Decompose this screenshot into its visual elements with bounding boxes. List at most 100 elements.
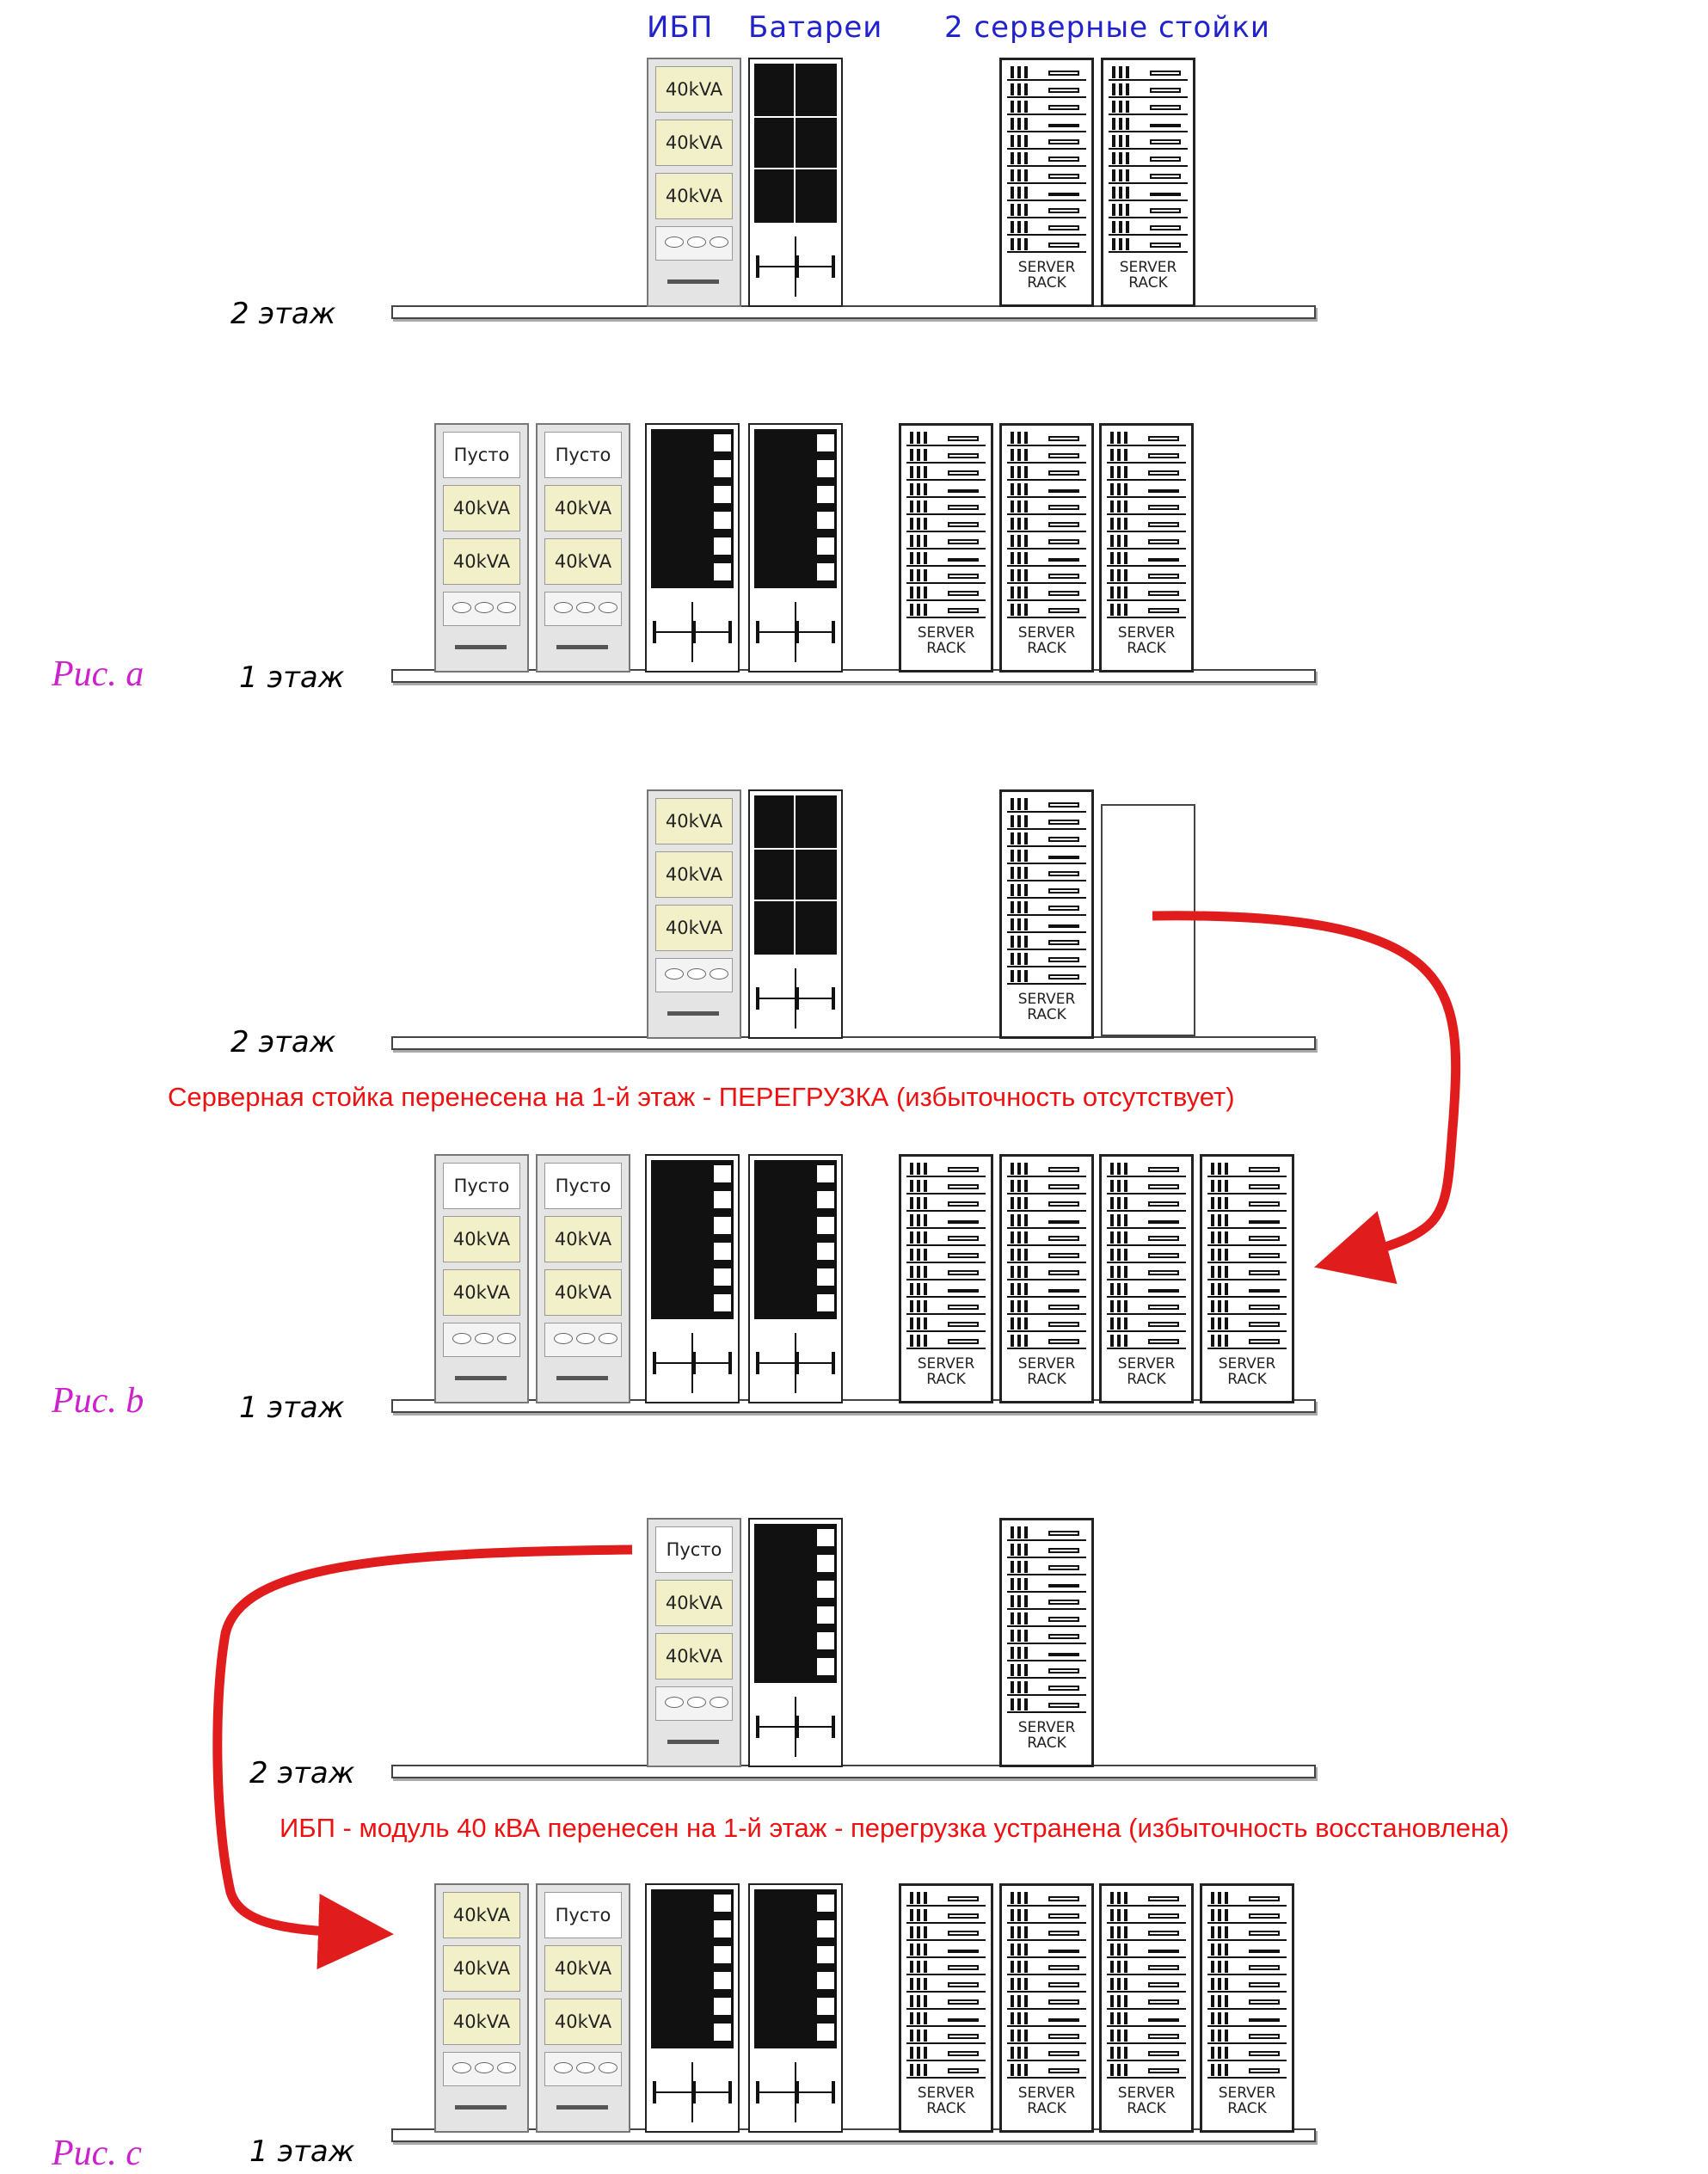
rack-unit-slot <box>948 505 979 510</box>
rack-unit-slot <box>1249 1220 1280 1224</box>
rack-unit-grille <box>1119 169 1122 181</box>
rack-unit-grille <box>1024 901 1028 913</box>
rack-unit <box>1007 969 1086 985</box>
rack-unit-slot <box>1048 1982 1079 1987</box>
rack-unit <box>906 1196 986 1212</box>
rack-unit-grille <box>1024 1698 1028 1710</box>
battery-fuse-icon <box>796 1716 799 1738</box>
rack-unit-grille <box>917 1197 920 1209</box>
rack-unit-grille <box>917 466 920 478</box>
ups-module-empty: Пусто <box>544 1892 622 1938</box>
rack-unit-grille <box>1218 1249 1221 1261</box>
rack-unit-grille <box>917 449 920 461</box>
ups-indicator-lights <box>655 1686 733 1721</box>
rack-unit-grille <box>1124 1909 1127 1921</box>
rack-unit-grille <box>1024 1578 1028 1590</box>
ups-module-40kva: 40kVA <box>443 1269 520 1316</box>
rack-unit <box>1107 500 1186 515</box>
rack-unit-grille <box>1017 867 1021 879</box>
server-rack-label-line: RACK <box>1027 640 1066 657</box>
battery-cabinet <box>645 423 740 672</box>
rack-unit-grille <box>910 501 913 513</box>
rack-unit-slot <box>948 2068 979 2073</box>
rack-unit-grille <box>910 1944 913 1956</box>
rack-unit-grille <box>924 518 927 530</box>
rack-unit-grille <box>1024 187 1028 199</box>
rack-unit-slot <box>1150 139 1181 144</box>
rack-unit-grille <box>1110 2064 1114 2076</box>
rack-unit-slot <box>1048 871 1079 876</box>
rack-unit-grille <box>1112 169 1115 181</box>
battery-terminal <box>816 1606 835 1624</box>
rack-unit-grille <box>1110 2030 1114 2042</box>
rack-unit-grille <box>910 1995 913 2007</box>
battery-fuse-icon <box>756 987 759 1010</box>
rack-unit-grille <box>1110 1283 1114 1295</box>
rack-unit-grille <box>1011 1647 1014 1659</box>
rack-unit-grille <box>1017 1909 1021 1921</box>
rack-unit <box>1107 1925 1186 1941</box>
ups-module-40kva: 40kVA <box>655 798 733 844</box>
rack-unit-grille <box>1017 1664 1021 1676</box>
rack-unit-slot <box>1249 1305 1280 1310</box>
rack-unit <box>1007 1977 1086 1993</box>
rack-unit-grille <box>1117 1317 1121 1330</box>
rack-unit-grille <box>1119 118 1122 130</box>
rack-unit <box>1207 1943 1287 1958</box>
battery-terminal <box>713 1164 732 1183</box>
rack-unit-grille <box>917 1335 920 1347</box>
rack-unit-slot <box>1148 1339 1179 1344</box>
rack-unit-grille <box>1011 1526 1014 1538</box>
rack-unit-grille <box>924 1266 927 1278</box>
ups-indicator-lights <box>544 2052 622 2086</box>
battery-terminal <box>713 1997 732 2016</box>
rack-unit-grille <box>1124 2064 1127 2076</box>
rack-unit-slot <box>1148 1184 1179 1189</box>
rack-unit-grille <box>924 1926 927 1938</box>
rack-unit-grille <box>1225 1197 1228 1209</box>
rack-unit-grille <box>1117 501 1121 513</box>
battery-terminal <box>713 1945 732 1964</box>
rack-unit <box>1007 2011 1086 2027</box>
shelf-a-floor1 <box>391 669 1316 683</box>
rack-unit-slot <box>948 2034 979 2039</box>
battery-terminal <box>816 1164 835 1183</box>
server-rack-label-line: RACK <box>1027 1006 1066 1023</box>
rack-unit <box>1007 1612 1086 1627</box>
rack-unit-grille <box>1011 101 1014 113</box>
rack-unit-slot <box>1150 208 1181 213</box>
rack-unit-grille <box>1011 83 1014 95</box>
rack-unit <box>1007 203 1086 218</box>
rack-unit-grille <box>1110 483 1114 495</box>
rack-unit <box>1007 534 1086 550</box>
rack-unit-slot <box>1148 1201 1179 1207</box>
rack-unit <box>906 482 986 498</box>
ups-handle <box>455 1376 507 1380</box>
rack-unit-grille <box>910 1249 913 1261</box>
rack-unit-slot <box>1048 71 1079 76</box>
rack-unit-grille <box>917 569 920 581</box>
rack-unit-grille <box>1011 586 1014 599</box>
rack-unit-grille <box>1024 1944 1028 1956</box>
battery-terminal <box>816 562 835 581</box>
rack-unit-grille <box>1017 1647 1021 1659</box>
rack-unit-grille <box>1124 1163 1127 1175</box>
rack-unit-grille <box>1225 1944 1228 1956</box>
rack-unit <box>906 1265 986 1280</box>
rack-unit <box>1007 1943 1086 1958</box>
indicator-icon <box>475 1333 494 1344</box>
rack-unit <box>1109 151 1188 167</box>
rack-unit-slot <box>1148 1289 1179 1293</box>
rack-unit-grille <box>1225 2030 1228 2042</box>
rack-unit-grille <box>924 586 927 599</box>
rack-unit-grille <box>1011 901 1014 913</box>
rack-unit-slot <box>1249 1322 1280 1327</box>
rack-unit <box>1007 1196 1086 1212</box>
rack-unit <box>1007 1179 1086 1194</box>
rack-unit-grille <box>1218 1300 1221 1312</box>
rack-unit-grille <box>1112 66 1115 78</box>
rack-unit-grille <box>924 604 927 616</box>
